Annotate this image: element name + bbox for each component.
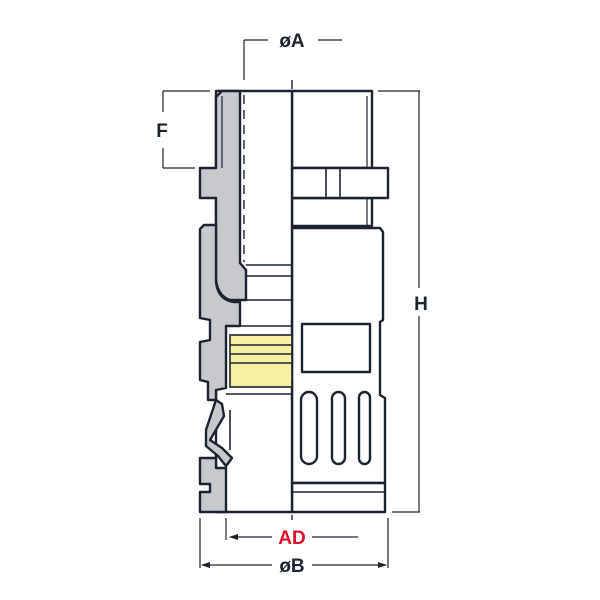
label-ad: AD (278, 528, 305, 549)
neck (290, 196, 374, 228)
right-half-exterior (290, 89, 390, 514)
label-f: F (156, 121, 168, 142)
seal-insert (229, 334, 293, 388)
slot (357, 390, 372, 466)
bottom-ring (290, 481, 387, 514)
label-diameter-a: øA (279, 31, 305, 52)
dimension-b: øB (199, 518, 389, 577)
thread-section (290, 89, 374, 170)
slot (299, 390, 319, 466)
slot (330, 390, 347, 466)
label-diameter-b: øB (279, 556, 304, 577)
dimension-f: F (156, 90, 210, 169)
section-middle (198, 223, 242, 402)
dimension-h: H (378, 90, 428, 513)
claw (204, 398, 234, 468)
label-h: H (414, 294, 428, 315)
left-half-section (198, 89, 385, 514)
window (300, 322, 372, 374)
dimension-a: øA (243, 31, 342, 80)
dimension-ad: AD (225, 518, 358, 549)
